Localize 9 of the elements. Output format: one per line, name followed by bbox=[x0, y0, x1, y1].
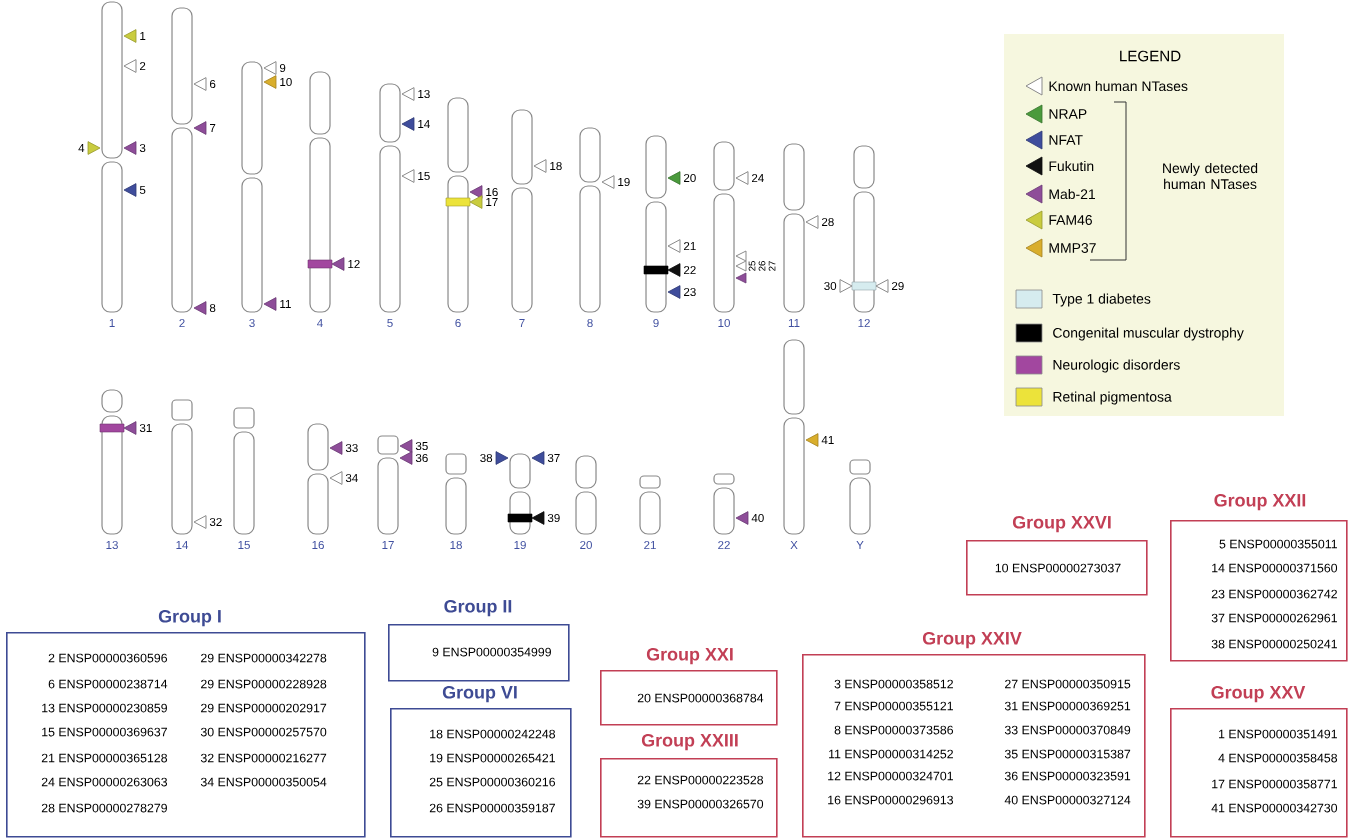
group-heading: Group II bbox=[444, 599, 512, 617]
group-heading: Group I bbox=[158, 609, 221, 627]
group-heading: Group XXI bbox=[646, 647, 733, 665]
group-heading: Group VI bbox=[442, 685, 517, 703]
group-heading: Group XXII bbox=[1214, 493, 1306, 511]
group-heading: Group XXVI bbox=[1012, 515, 1111, 533]
group-heading: Group XXIII bbox=[641, 733, 738, 751]
group-heading: Group XXIV bbox=[922, 631, 1022, 649]
group-heading: Group XXV bbox=[1211, 685, 1306, 703]
